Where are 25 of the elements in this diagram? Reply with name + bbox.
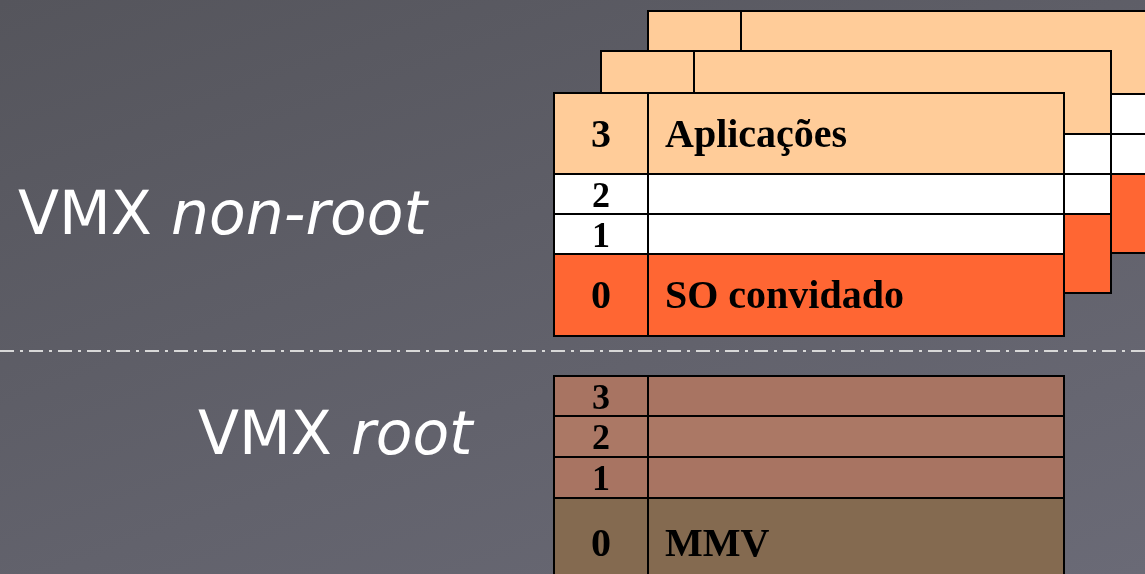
ring-row (553, 213, 1065, 256)
ring-number: 2 (591, 176, 611, 213)
ring-label: MMV (664, 523, 770, 563)
mode-label: VMX root (198, 398, 473, 468)
ring-row (553, 173, 1065, 216)
stacked-card (647, 10, 1145, 50)
ring-number: 1 (591, 460, 611, 496)
stacked-card-edge (1065, 92, 1112, 294)
ring-label: SO convidado (664, 275, 904, 315)
ring-row (553, 375, 1065, 418)
ring-row (553, 253, 1065, 337)
ring-row (553, 497, 1065, 574)
ring-row (553, 92, 1065, 175)
ring-label: Aplicações (664, 113, 848, 154)
ring-number: 1 (591, 216, 611, 253)
stacked-card (600, 50, 1112, 92)
ring-number: 3 (591, 378, 611, 415)
ring-number: 3 (590, 113, 612, 154)
stacked-card-edge (1112, 50, 1145, 254)
ring-number: 0 (590, 523, 612, 563)
ring-number: 2 (591, 419, 611, 455)
ring-number: 0 (590, 275, 612, 315)
ring-row (553, 456, 1065, 500)
mode-label: VMX non-root (18, 178, 428, 248)
ring-row (553, 415, 1065, 459)
